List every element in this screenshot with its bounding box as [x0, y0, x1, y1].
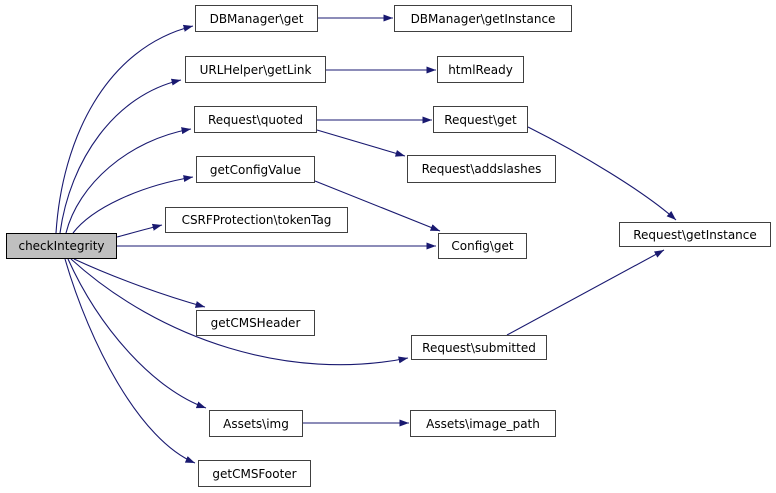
node-assets_image_path[interactable]: Assets\image_path [410, 410, 556, 437]
node-request_getinstance[interactable]: Request\getInstance [619, 222, 771, 247]
node-urlhelper_getlink[interactable]: URLHelper\getLink [185, 56, 326, 83]
edge-check_integrity-to-getcmsheader [73, 258, 206, 308]
node-label: DBManager\getInstance [410, 11, 556, 26]
edge-check_integrity-to-getconfigvalue [72, 175, 194, 234]
node-label: Request\getInstance [633, 227, 757, 242]
node-request_submitted[interactable]: Request\submitted [411, 335, 547, 360]
edge-request_get-to-request_getinstance [527, 126, 677, 221]
edge-check_integrity-to-assets_img [67, 258, 207, 409]
node-label: Request\quoted [207, 112, 304, 127]
node-assets_img[interactable]: Assets\img [209, 410, 303, 437]
node-label: URLHelper\getLink [199, 62, 312, 77]
edge-request_quoted-to-request_addslashes [316, 129, 406, 157]
node-dbmanager_getinstance[interactable]: DBManager\getInstance [394, 5, 572, 32]
node-label: getCMSFooter [212, 466, 297, 481]
node-label: DBManager\get [209, 11, 304, 26]
node-label: CSRFProtection\tokenTag [181, 213, 332, 227]
edges-group [55, 14, 677, 464]
edge-request_submitted-to-request_getinstance [506, 249, 665, 336]
node-label: Config\get [451, 239, 514, 253]
node-label: checkIntegrity [18, 239, 105, 253]
edge-check_integrity-to-request_submitted [70, 258, 409, 366]
node-check_integrity: checkIntegrity [6, 233, 117, 259]
node-getconfigvalue[interactable]: getConfigValue [196, 156, 315, 183]
edge-check_integrity-to-csrf_tokentag [116, 223, 163, 238]
node-htmlready[interactable]: htmlReady [437, 56, 524, 83]
node-getcmsheader[interactable]: getCMSHeader [196, 310, 315, 336]
node-request_get[interactable]: Request\get [433, 106, 528, 133]
node-label: getCMSHeader [210, 316, 301, 330]
node-label: Request\get [444, 112, 517, 127]
node-request_addslashes[interactable]: Request\addslashes [407, 155, 556, 183]
node-label: Assets\image_path [426, 416, 540, 431]
edge-getconfigvalue-to-config_get [314, 180, 441, 232]
node-label: getConfigValue [209, 162, 302, 177]
node-label: htmlReady [448, 62, 513, 77]
node-csrf_tokentag[interactable]: CSRFProtection\tokenTag [165, 207, 348, 233]
node-request_quoted[interactable]: Request\quoted [194, 106, 317, 133]
node-label: Assets\img [223, 416, 289, 431]
edge-check_integrity-to-urlhelper_getlink [59, 78, 182, 234]
node-label: Request\addslashes [421, 162, 542, 176]
edge-check_integrity-to-dbmanager_get [55, 24, 194, 234]
edge-check_integrity-to-getcmsfooter [64, 258, 196, 464]
node-getcmsfooter[interactable]: getCMSFooter [198, 460, 311, 487]
node-dbmanager_get[interactable]: DBManager\get [195, 5, 318, 32]
node-label: Request\submitted [422, 340, 536, 355]
edge-check_integrity-to-request_quoted [65, 127, 192, 234]
node-config_get[interactable]: Config\get [438, 233, 527, 259]
